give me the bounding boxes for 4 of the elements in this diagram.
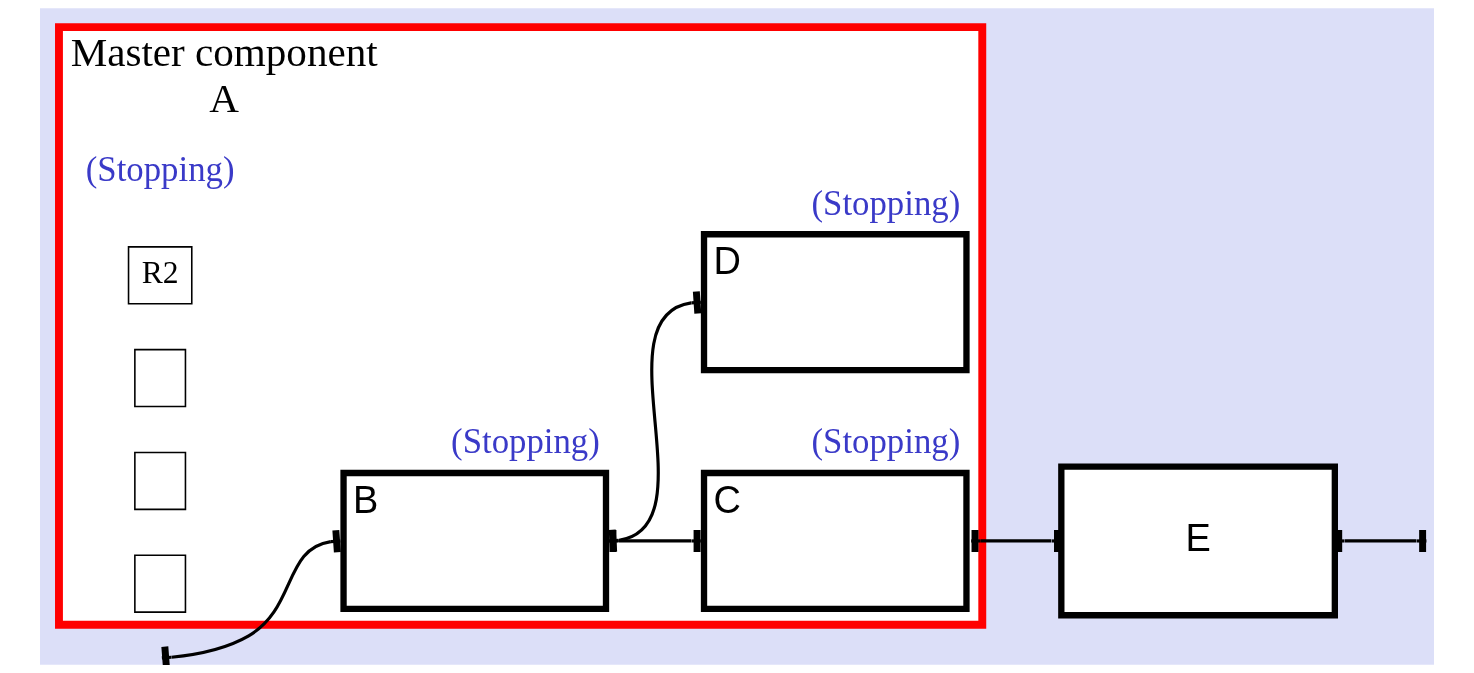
node-label: (Stopping) xyxy=(811,183,961,223)
node-label: (Stopping) xyxy=(85,150,235,190)
node-label: (Stopping) xyxy=(811,422,961,462)
node-label: (Stopping) xyxy=(451,422,600,462)
